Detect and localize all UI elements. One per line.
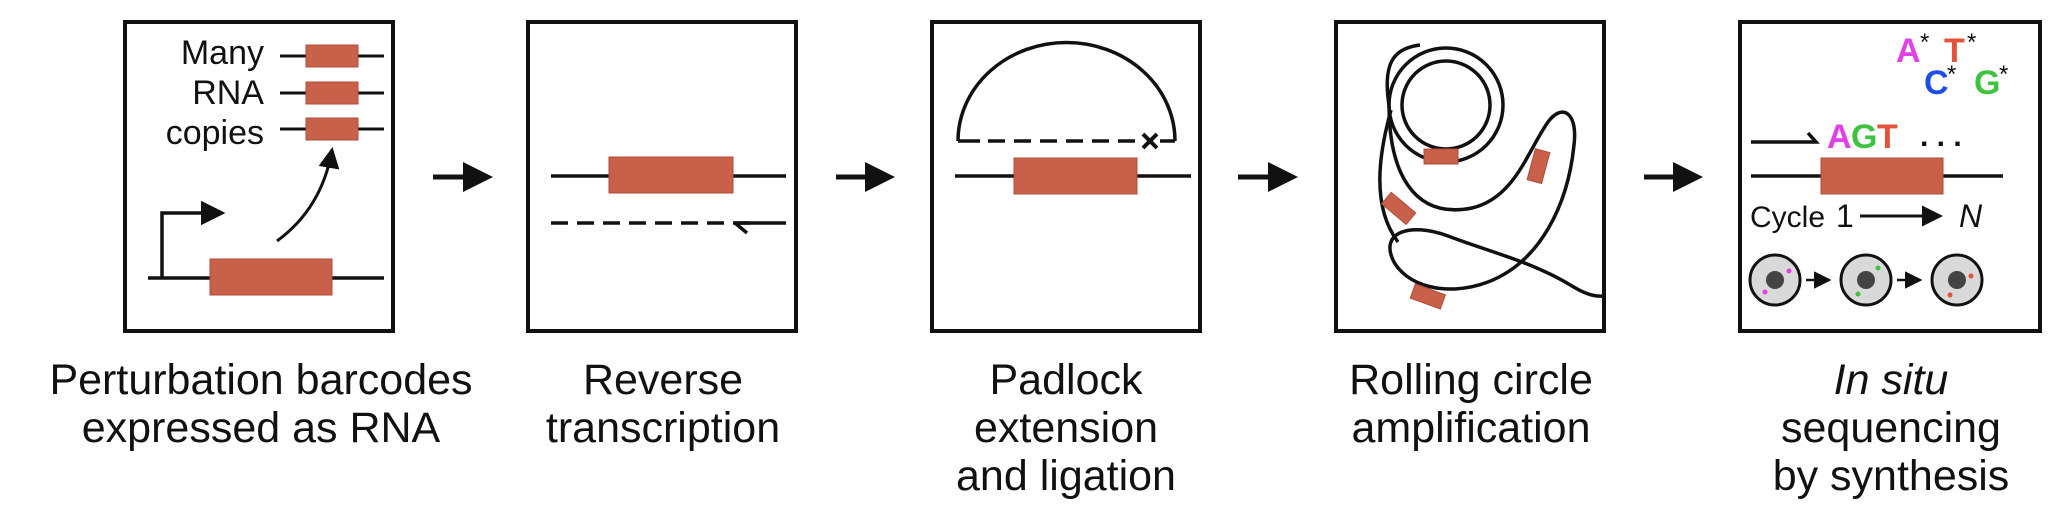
caption-sbs: In situ sequencing by synthesis — [1772, 356, 2010, 500]
amplicon-barcode — [1409, 283, 1447, 310]
cycle-start: 1 — [1836, 198, 1854, 234]
caption-padlock: Padlock extension and ligation — [956, 356, 1176, 500]
barcode — [1013, 157, 1138, 195]
caption-reverse-transcription: Reverse transcription — [545, 356, 781, 452]
base-a-label: A — [1896, 32, 1921, 70]
base-g-label: G — [1974, 64, 2000, 102]
panel-reverse-transcription — [526, 20, 798, 333]
rna-copy — [280, 81, 384, 105]
base-star: * — [1999, 61, 2008, 88]
rna-copy — [280, 44, 384, 68]
read-base: G — [1851, 118, 1877, 156]
amplicon-barcode — [1380, 191, 1417, 226]
read-base: T — [1877, 118, 1898, 156]
amplicon-barcode — [1526, 148, 1551, 185]
base-star: * — [1967, 29, 1976, 56]
rna-copy — [280, 117, 384, 141]
cell-cycle-2 — [1839, 253, 1893, 307]
base-star: * — [1947, 61, 1956, 88]
cell-cycle-1 — [1748, 253, 1802, 307]
sequencing-primer — [1751, 131, 1820, 144]
panel-sbs: A * T * C * G * A G T . . . Cycle 1 N — [1738, 20, 2042, 333]
caption-rca: Rolling circle amplification — [1349, 356, 1593, 452]
transcription-arrow — [276, 147, 340, 243]
base-c-label: C — [1924, 64, 1949, 102]
barcode — [209, 258, 333, 296]
ligation-mark — [1141, 132, 1159, 150]
base-t-label: T — [1944, 32, 1965, 70]
promoter-arrow — [160, 200, 226, 278]
padlock-probe — [956, 40, 1177, 142]
label-copies: copies — [166, 114, 264, 152]
cycle-end: N — [1959, 198, 1983, 234]
barcode — [608, 156, 734, 194]
panel-padlock — [930, 20, 1202, 333]
panel-expression: Many RNA copies — [123, 20, 395, 333]
read-base: A — [1827, 118, 1852, 156]
caption-expression: Perturbation barcodes expressed as RNA — [49, 356, 473, 452]
amplicon-barcode — [1423, 148, 1459, 165]
panel-rca — [1334, 20, 1606, 333]
label-many: Many — [181, 34, 264, 72]
base-star: * — [1920, 29, 1929, 56]
rt-primer-hook — [733, 221, 749, 235]
cycle-label: Cycle — [1750, 201, 1825, 234]
read-ellipsis: . . . — [1920, 120, 1962, 153]
label-rna: RNA — [192, 74, 264, 112]
cell-cycle-3 — [1930, 253, 1984, 307]
barcode — [1820, 157, 1944, 195]
